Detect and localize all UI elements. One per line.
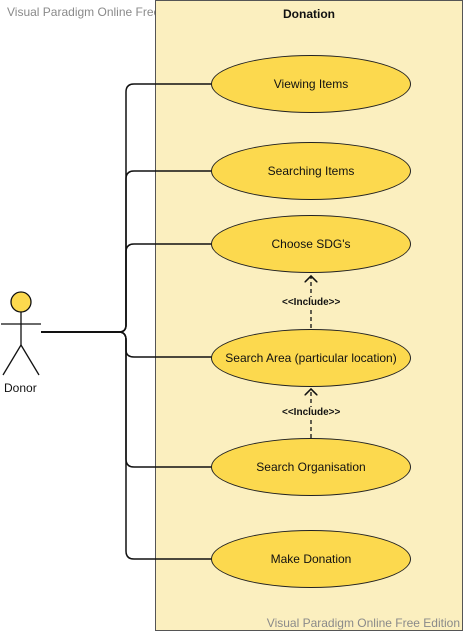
system-title: Donation: [283, 7, 335, 21]
actor-label: Donor: [4, 381, 37, 395]
system-boundary[interactable]: Donation: [155, 0, 463, 631]
usecase-viewing-items[interactable]: Viewing Items: [211, 55, 411, 113]
usecase-search-area[interactable]: Search Area (particular location): [211, 329, 411, 387]
association-make-donation: [41, 331, 212, 560]
watermark-top: Visual Paradigm Online Free Edition: [7, 5, 201, 19]
include-label-1: <<Include>>: [281, 297, 342, 308]
usecase-searching-items[interactable]: Searching Items: [211, 142, 411, 200]
association-choose-sdg: [41, 243, 212, 333]
usecase-choose-sdg[interactable]: Choose SDG's: [211, 215, 411, 273]
actor-figure-icon[interactable]: [1, 291, 41, 376]
usecase-search-organisation[interactable]: Search Organisation: [211, 438, 411, 496]
watermark-bottom: Visual Paradigm Online Free Edition: [266, 616, 460, 630]
usecase-make-donation[interactable]: Make Donation: [211, 530, 411, 588]
include-label-2: <<Include>>: [281, 407, 342, 418]
